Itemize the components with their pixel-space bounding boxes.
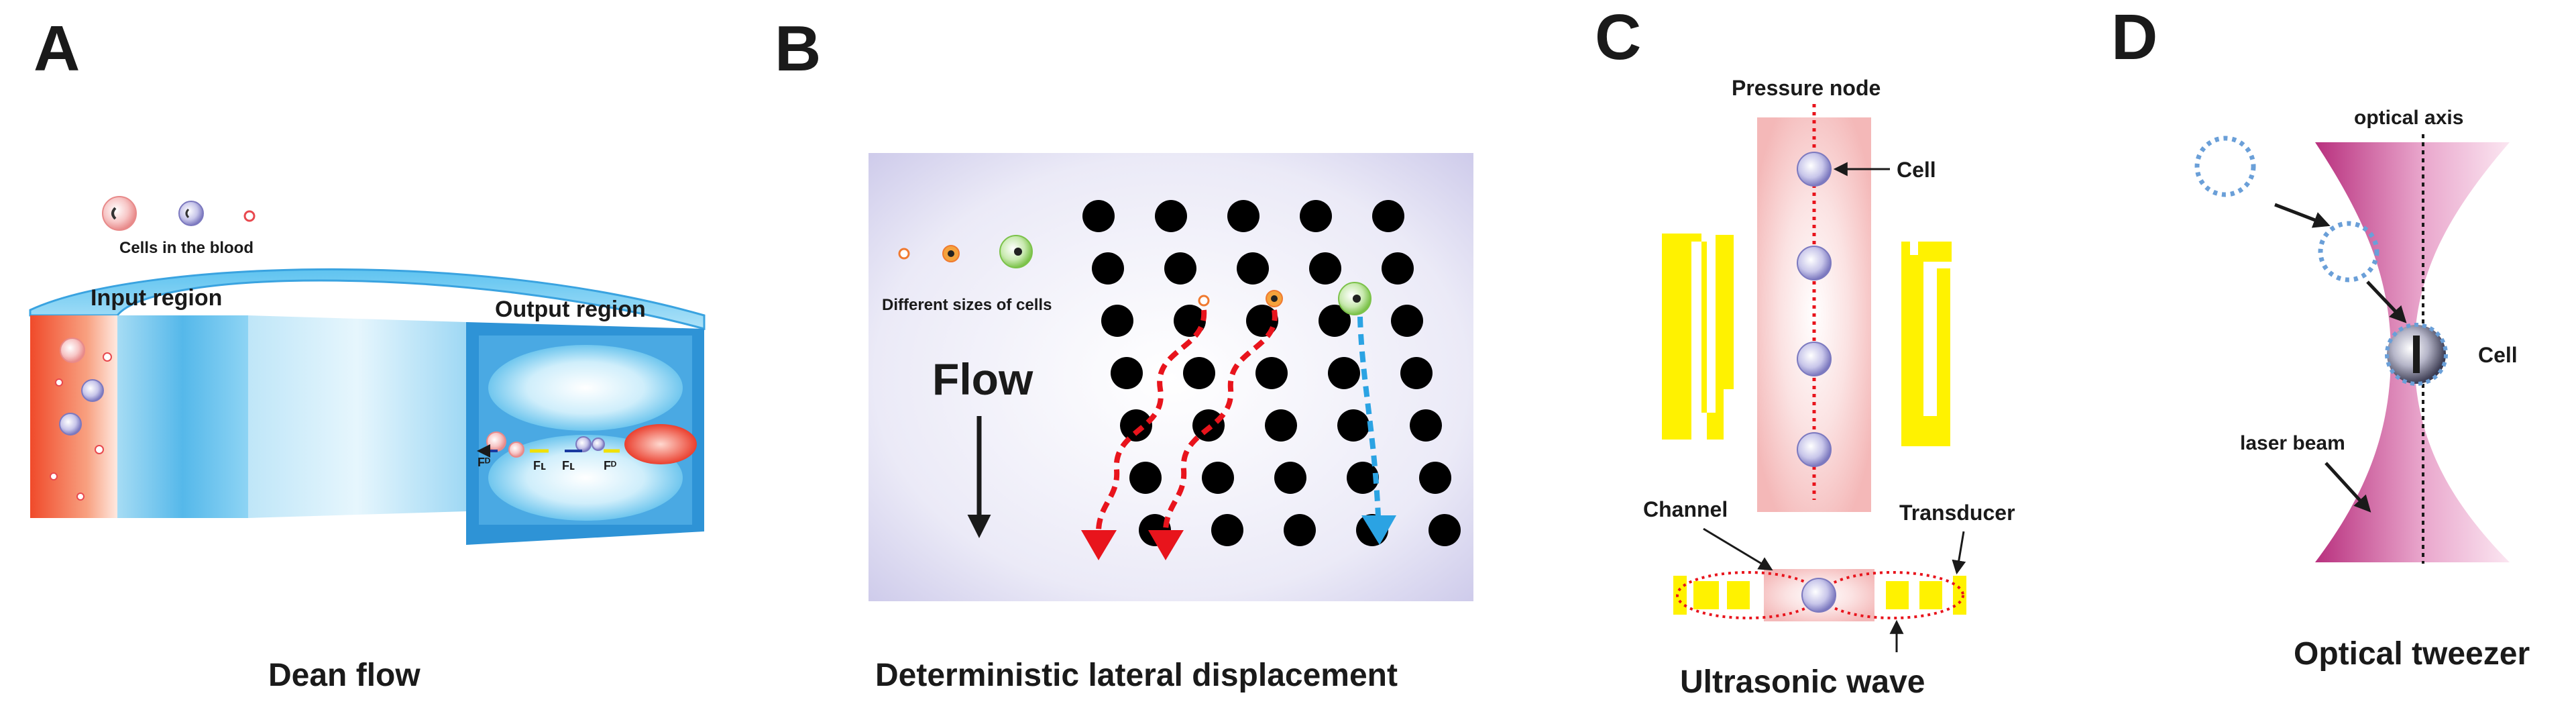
output-cells: Fᴰ Fʟ Fʟ Fᴰ	[477, 424, 697, 472]
force-label-4: Fᴰ	[604, 459, 616, 472]
legend-red-cell	[243, 210, 256, 222]
panel-b-letter: B	[775, 13, 821, 85]
panel-c: C Pressure node Cell Channel Transducer	[1595, 1, 2015, 700]
pillar	[1284, 514, 1316, 546]
input-region-label: Input region	[91, 285, 222, 311]
channel-inner-wall-1	[117, 315, 248, 518]
transducer-left	[1662, 234, 1734, 440]
size-legend-b: Different sizes of cells	[882, 235, 1052, 314]
pillar	[1164, 252, 1196, 285]
pillar	[1129, 462, 1162, 494]
dean-channel: Input region Output region	[29, 268, 706, 545]
channel-top-face	[29, 268, 706, 330]
pillar	[1328, 357, 1360, 389]
caption-dean-flow: Dean flow	[268, 658, 421, 693]
pillar	[1400, 357, 1433, 389]
pillar	[1237, 252, 1269, 285]
medium-trajectory	[1163, 309, 1278, 531]
pillar	[1155, 200, 1187, 232]
pillar	[1300, 200, 1332, 232]
panel-d-letter: D	[2111, 1, 2158, 73]
flow-label: Flow	[932, 354, 1033, 404]
free-cell-2	[2318, 221, 2379, 283]
output-region-label: Output region	[495, 297, 646, 322]
optical-axis-label: optical axis	[2354, 107, 2463, 129]
pillar	[1372, 200, 1404, 232]
legend-purple-cell	[178, 201, 204, 226]
transducer-right	[1901, 242, 1950, 446]
pillar	[1419, 462, 1451, 494]
channel-inner-wall-2	[248, 315, 466, 518]
pillar	[1183, 357, 1215, 389]
pillar	[1410, 409, 1442, 442]
cells-in-blood-label: Cells in the blood	[119, 239, 254, 257]
laser-beam-label: laser beam	[2240, 432, 2345, 454]
free-cell-1	[2194, 136, 2256, 197]
cell-label-c: Cell	[1897, 158, 1936, 182]
pillar	[1101, 305, 1133, 337]
pillar-array	[1082, 200, 1461, 546]
focused-red-cells	[624, 424, 697, 464]
pillar	[1309, 252, 1341, 285]
cell-label-d: Cell	[2478, 343, 2518, 367]
pillar	[1382, 252, 1414, 285]
legend-pink-cell	[102, 196, 137, 231]
pillar	[1347, 462, 1379, 494]
upper-vortex	[488, 345, 683, 431]
panel-a: A Cells in the blood Input region	[29, 13, 706, 693]
pillar	[1227, 200, 1259, 232]
panel-b: B Different sizes of cells Flow	[775, 13, 1473, 693]
pillar	[1429, 514, 1461, 546]
pillar	[1120, 409, 1152, 442]
pillar	[1082, 200, 1115, 232]
pillar	[1274, 462, 1306, 494]
pillar	[1255, 357, 1288, 389]
input-cells	[50, 338, 112, 501]
caption-optical-tweezer: Optical tweezer	[2294, 636, 2530, 672]
pillar	[1092, 252, 1124, 285]
cell-legend-a: Cells in the blood	[102, 196, 256, 257]
pillar	[1391, 305, 1423, 337]
aligned-cells	[1797, 152, 1832, 467]
small-trajectory	[1096, 309, 1207, 531]
pillar	[1111, 357, 1143, 389]
channel-label: Channel	[1643, 497, 1728, 521]
transducer-label: Transducer	[1899, 501, 2015, 525]
force-label-1: Fᴰ	[478, 456, 490, 469]
pillar	[1337, 409, 1369, 442]
dld-trajectories	[1081, 282, 1396, 560]
pressure-node-label: Pressure node	[1732, 76, 1881, 100]
pillar	[1211, 514, 1243, 546]
pillar	[1265, 409, 1297, 442]
panel-d: D optical axis Cell laser beam Optical t…	[2111, 1, 2530, 672]
caption-ultrasonic: Ultrasonic wave	[1680, 664, 1925, 700]
cross-section	[1673, 569, 1966, 621]
panel-a-letter: A	[34, 13, 80, 85]
force-label-2: Fʟ	[533, 459, 546, 472]
panel-c-letter: C	[1595, 1, 1641, 73]
pillar	[1202, 462, 1234, 494]
small-particle	[1198, 295, 1210, 307]
different-sizes-label: Different sizes of cells	[882, 296, 1052, 314]
pillar	[1319, 305, 1351, 337]
large-trajectory	[1357, 316, 1381, 517]
force-label-3: Fʟ	[562, 459, 575, 472]
caption-dld: Deterministic lateral displacement	[875, 658, 1398, 693]
